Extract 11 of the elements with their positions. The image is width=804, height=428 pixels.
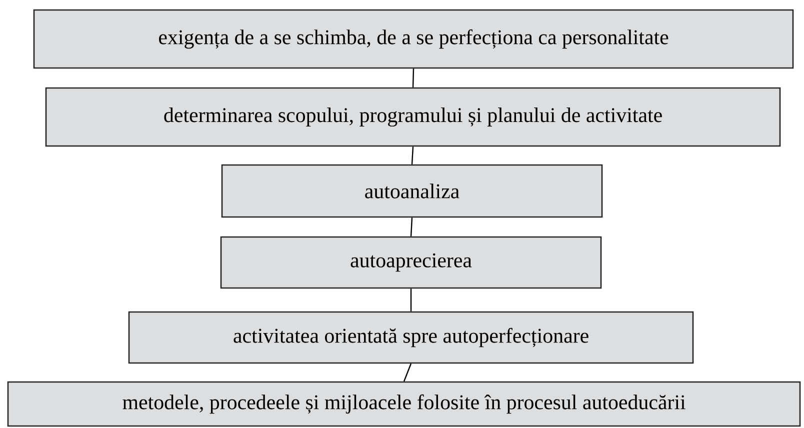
- process-box: exigența de a se schimba, de a se perfecționa ca personalitate: [33, 9, 794, 69]
- process-box: metodele, procedeele și mijloacele folosite în procesul autoeducării: [7, 381, 801, 427]
- connector-line: [403, 363, 412, 382]
- connector-line: [410, 218, 413, 236]
- process-box: autoaprecierea: [220, 236, 602, 289]
- process-box: activitatea orientată spre autoperfecționare: [128, 311, 694, 364]
- connector-line: [412, 68, 414, 88]
- process-box: autoanaliza: [221, 164, 603, 218]
- connector-line: [410, 288, 412, 312]
- process-box: determinarea scopului, programului și planului de activitate: [45, 87, 781, 147]
- connector-line: [411, 146, 414, 164]
